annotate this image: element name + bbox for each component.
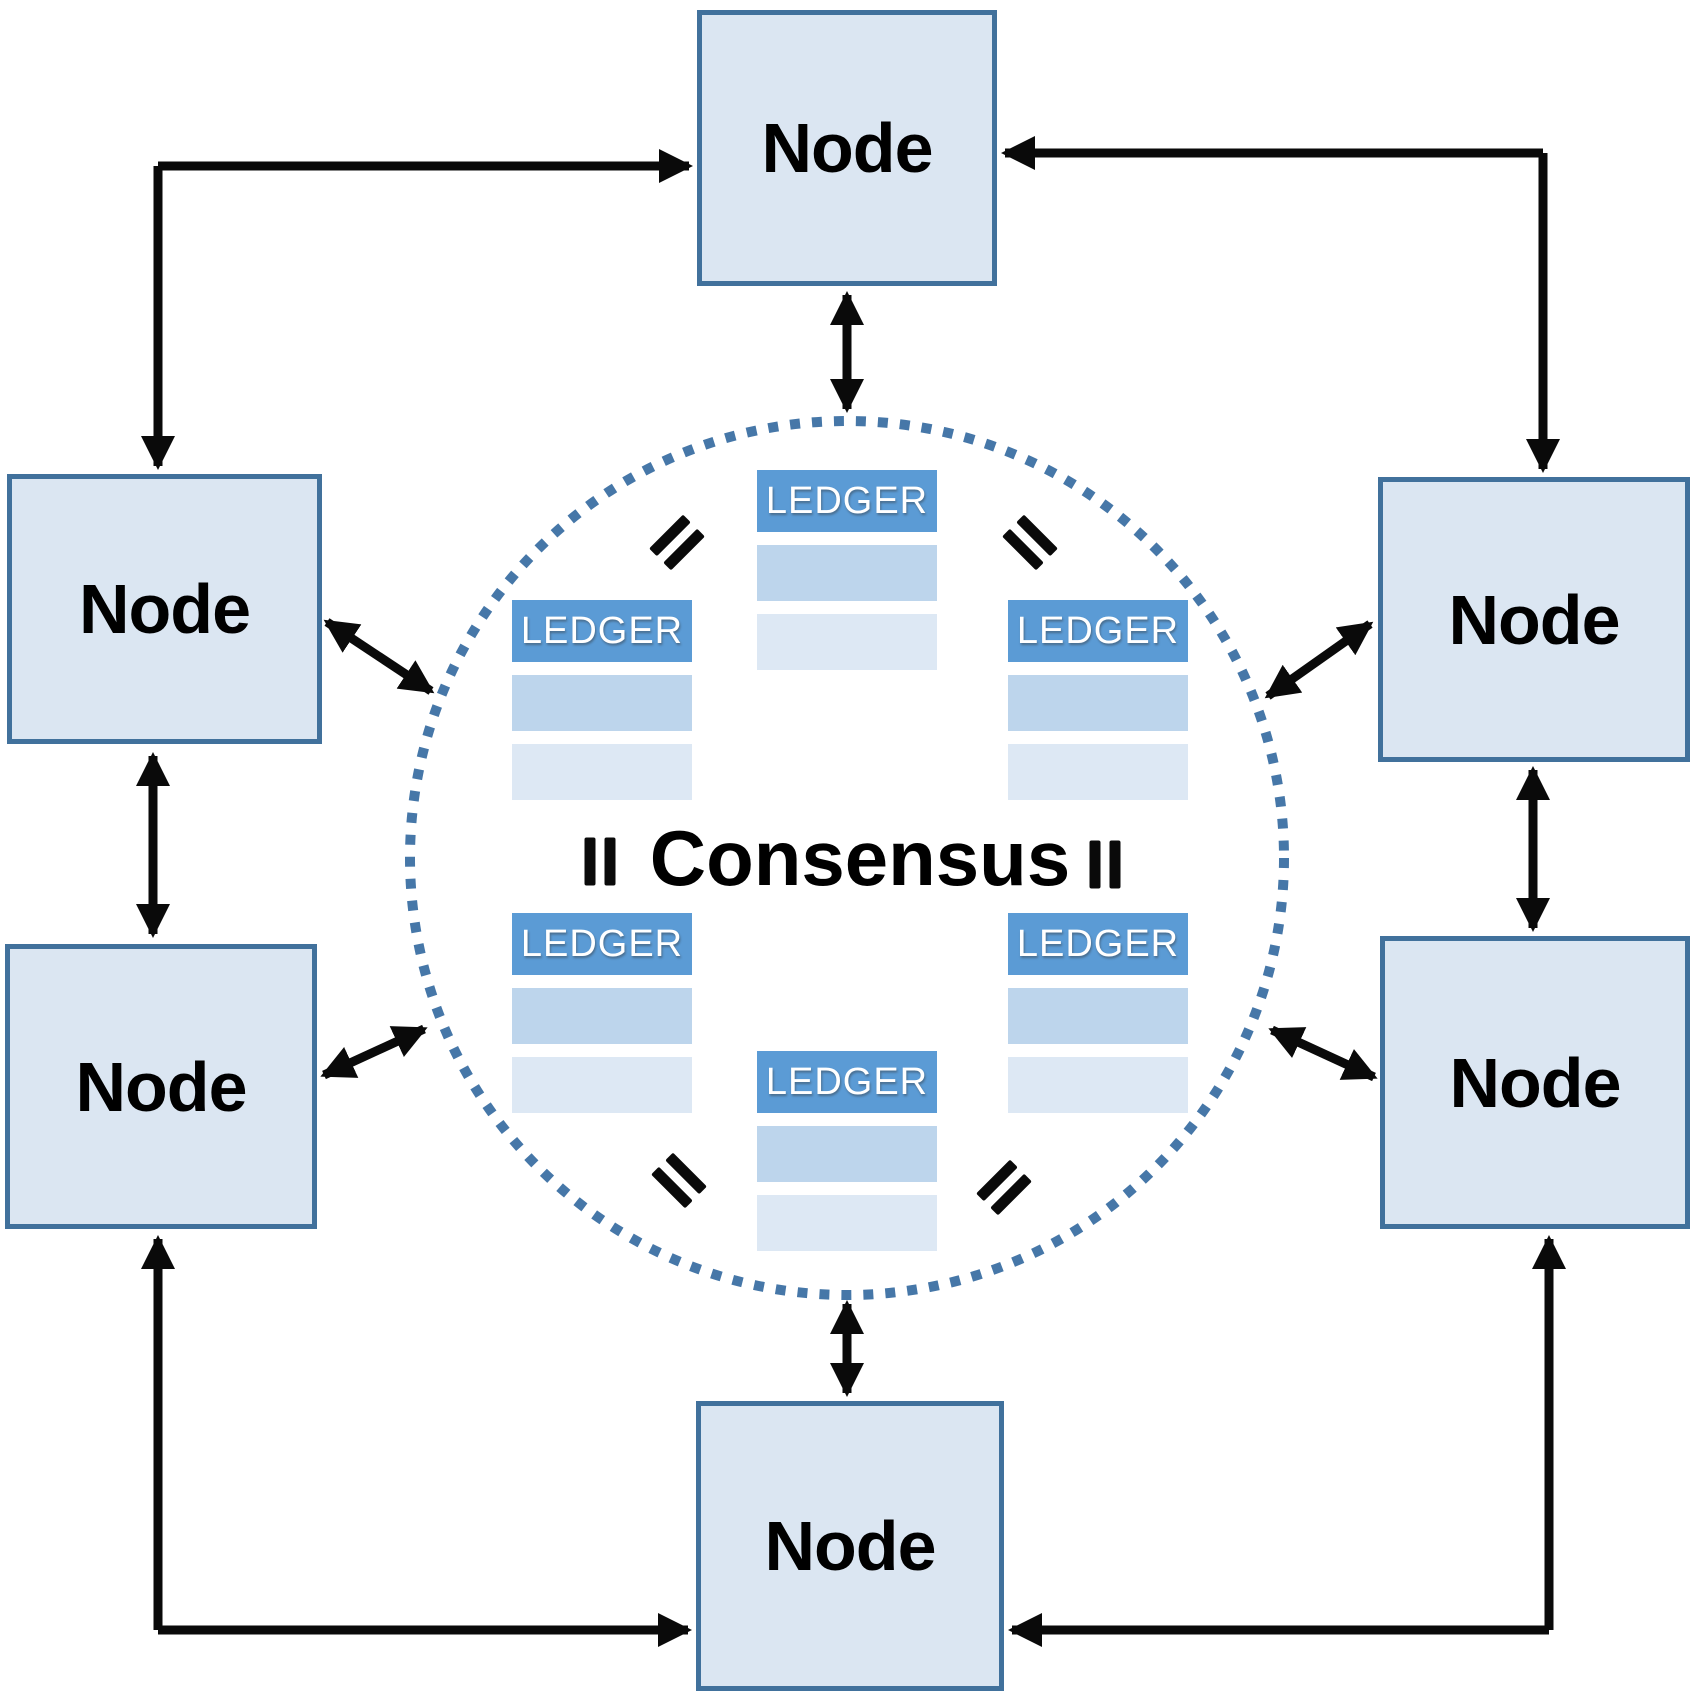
arrow-lower-right-node-circle xyxy=(1268,1025,1378,1082)
ledger-top: LEDGER xyxy=(757,470,937,670)
arrow-upper-right-node-circle xyxy=(1264,620,1374,700)
ledger-header: LEDGER xyxy=(757,470,937,532)
ledger-header: LEDGER xyxy=(512,913,692,975)
ledger-row xyxy=(512,675,692,731)
ledger-row xyxy=(512,744,692,800)
ledger-row xyxy=(757,1195,937,1251)
ledger-row xyxy=(757,1126,937,1182)
ledger-lower-right: LEDGER xyxy=(1008,913,1188,1113)
node-box-top: Node xyxy=(697,10,997,286)
node-box-lower-left: Node xyxy=(5,944,317,1229)
ledger-row xyxy=(757,545,937,601)
arrow-upper-left-node-circle xyxy=(323,618,435,695)
node-box-lower-right: Node xyxy=(1380,936,1690,1229)
ledger-header: LEDGER xyxy=(1008,600,1188,662)
consensus-label: Consensus xyxy=(649,813,1071,902)
ledger-header: LEDGER xyxy=(757,1051,937,1113)
ledger-row xyxy=(1008,1057,1188,1113)
node-box-bottom: Node xyxy=(696,1401,1004,1691)
ledger-upper-left: LEDGER xyxy=(512,600,692,800)
arrow-lower-left-node-circle xyxy=(320,1024,428,1080)
ledger-row xyxy=(512,1057,692,1113)
ledger-row xyxy=(512,988,692,1044)
ledger-header: LEDGER xyxy=(512,600,692,662)
ledger-lower-left: LEDGER xyxy=(512,913,692,1113)
consensus-circle-dotted-border xyxy=(405,416,1289,1300)
ledger-row xyxy=(1008,988,1188,1044)
ledger-header: LEDGER xyxy=(1008,913,1188,975)
node-box-upper-left: Node xyxy=(7,474,322,744)
ledger-row xyxy=(1008,675,1188,731)
equals-bar xyxy=(584,837,596,886)
ledger-row xyxy=(1008,744,1188,800)
ledger-upper-right: LEDGER xyxy=(1008,600,1188,800)
node-box-upper-right: Node xyxy=(1378,477,1690,762)
equals-bar xyxy=(1109,840,1121,889)
ledger-bottom: LEDGER xyxy=(757,1051,937,1251)
ledger-row xyxy=(757,614,937,670)
